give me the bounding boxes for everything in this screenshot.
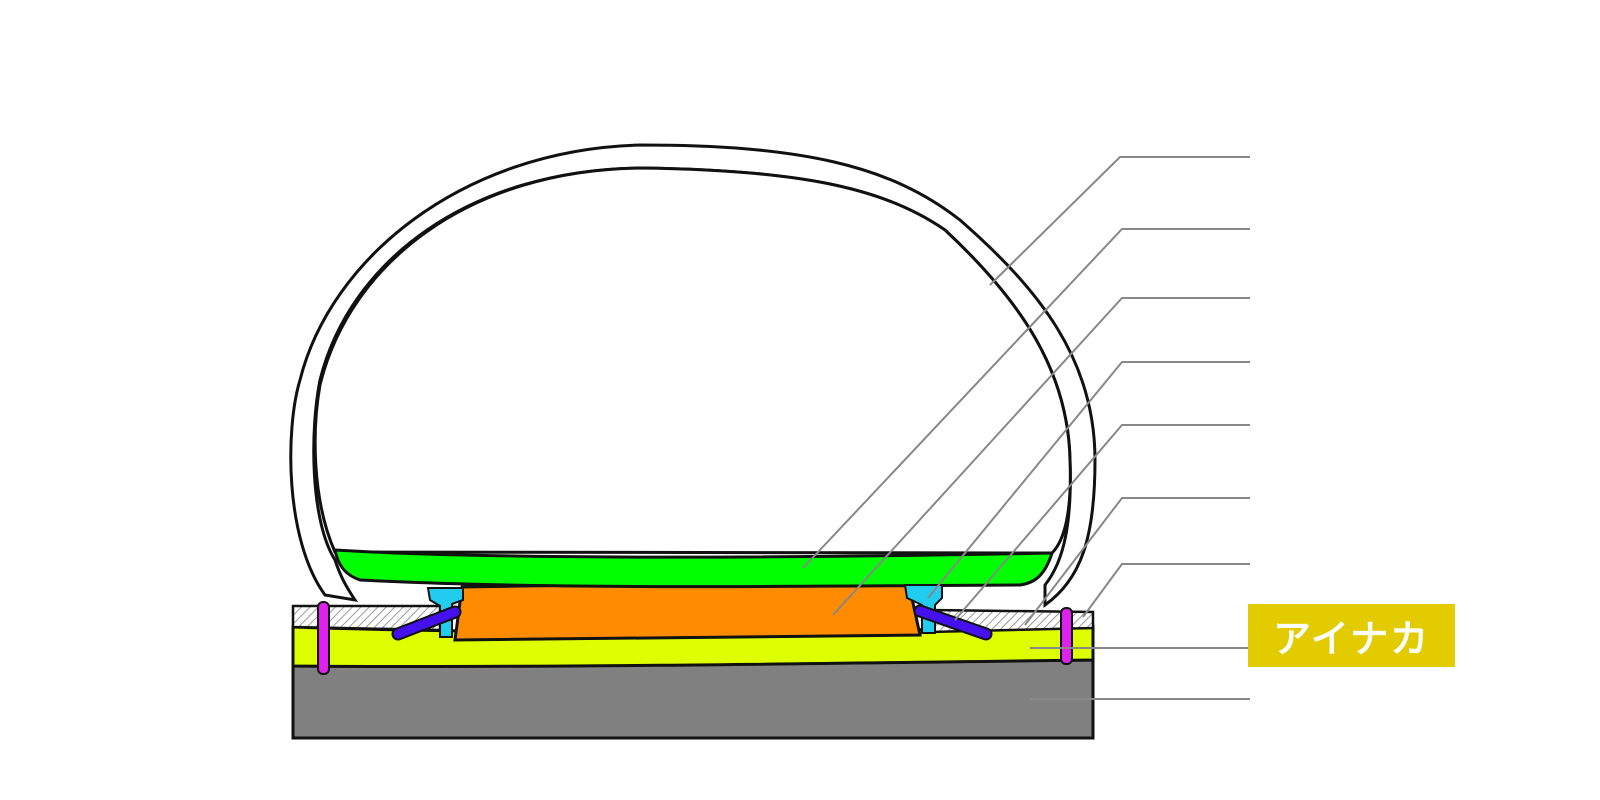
pin-right <box>1060 607 1073 665</box>
highlighted-label: アイナカ <box>1248 604 1455 667</box>
core-layer <box>453 578 922 642</box>
leader-line-4 <box>927 361 1250 599</box>
leader-line-2 <box>802 228 1250 569</box>
outer-shell <box>289 143 1097 608</box>
base-layer <box>291 658 1095 740</box>
cushion-layer <box>333 548 1055 589</box>
highlighted-label-text: アイナカ <box>1272 617 1431 661</box>
leader-lines <box>802 156 1250 700</box>
leader-line-7 <box>1082 563 1250 618</box>
inner-chamber <box>313 166 1072 555</box>
leader-line-5 <box>954 424 1250 621</box>
leader-line-1 <box>989 156 1250 286</box>
leader-line-6 <box>1024 497 1250 626</box>
leader-line-3 <box>832 297 1250 616</box>
pin-left <box>317 601 330 675</box>
